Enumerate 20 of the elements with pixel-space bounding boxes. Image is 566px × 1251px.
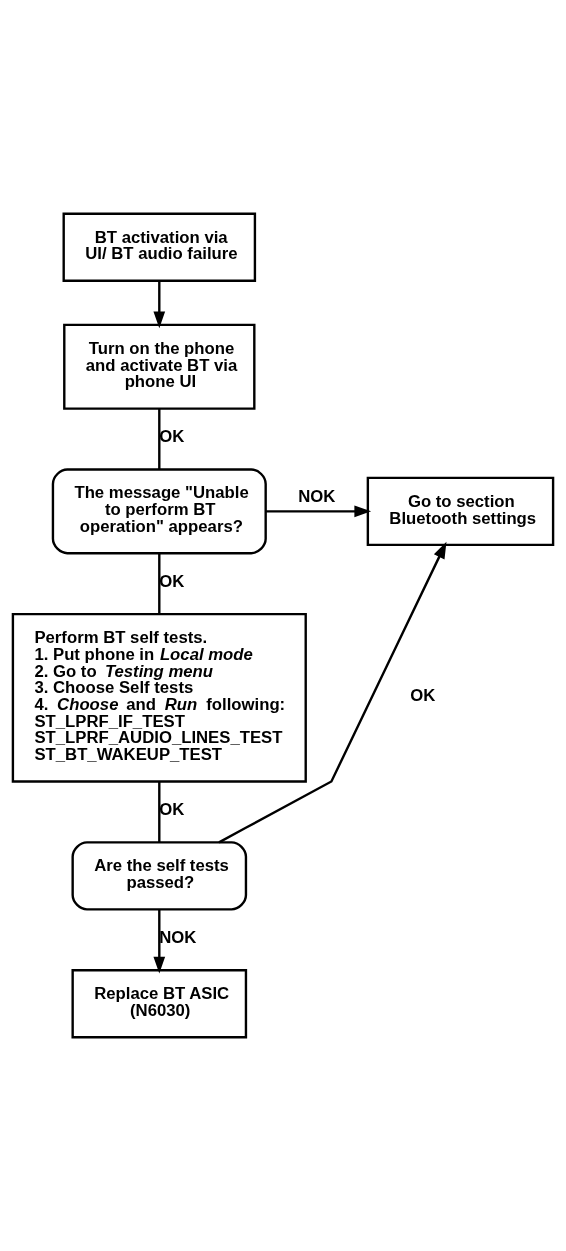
node-box: Are the self tests passed? (71, 841, 248, 911)
node-box: Go to section Bluetooth settings (366, 476, 555, 547)
node-box: Perform BT self tests. 1. Put phone in Local mode 2. Go to Testing menu 3. Choose Self tests 4. Choose and Run following: ST_LPRF_IF_TEST ST_LPRF_AUDIO_LINES_TEST ST_BT_WAKEUP_TEST (11, 612, 307, 783)
edge-label: NOK (159, 928, 197, 948)
connector (158, 553, 161, 614)
arrow (218, 541, 447, 844)
node-box: The message "Unable to perform BT operation" appears? (51, 468, 267, 555)
edge-label: OK (410, 686, 436, 706)
edge-label: OK (159, 571, 185, 591)
node-box: Turn on the phone and activate BT via phone UI (63, 323, 256, 410)
arrow (153, 909, 166, 974)
connector (158, 408, 161, 470)
edge-label: OK (159, 800, 185, 820)
arrow (265, 505, 372, 518)
node-box: BT activation via UI/ BT audio failure (62, 212, 257, 282)
connector (158, 781, 161, 843)
node-box: Replace BT ASIC (N6030) (71, 969, 248, 1039)
edge-label: OK (159, 427, 185, 447)
edge-label: NOK (298, 487, 336, 507)
arrow (153, 280, 166, 329)
